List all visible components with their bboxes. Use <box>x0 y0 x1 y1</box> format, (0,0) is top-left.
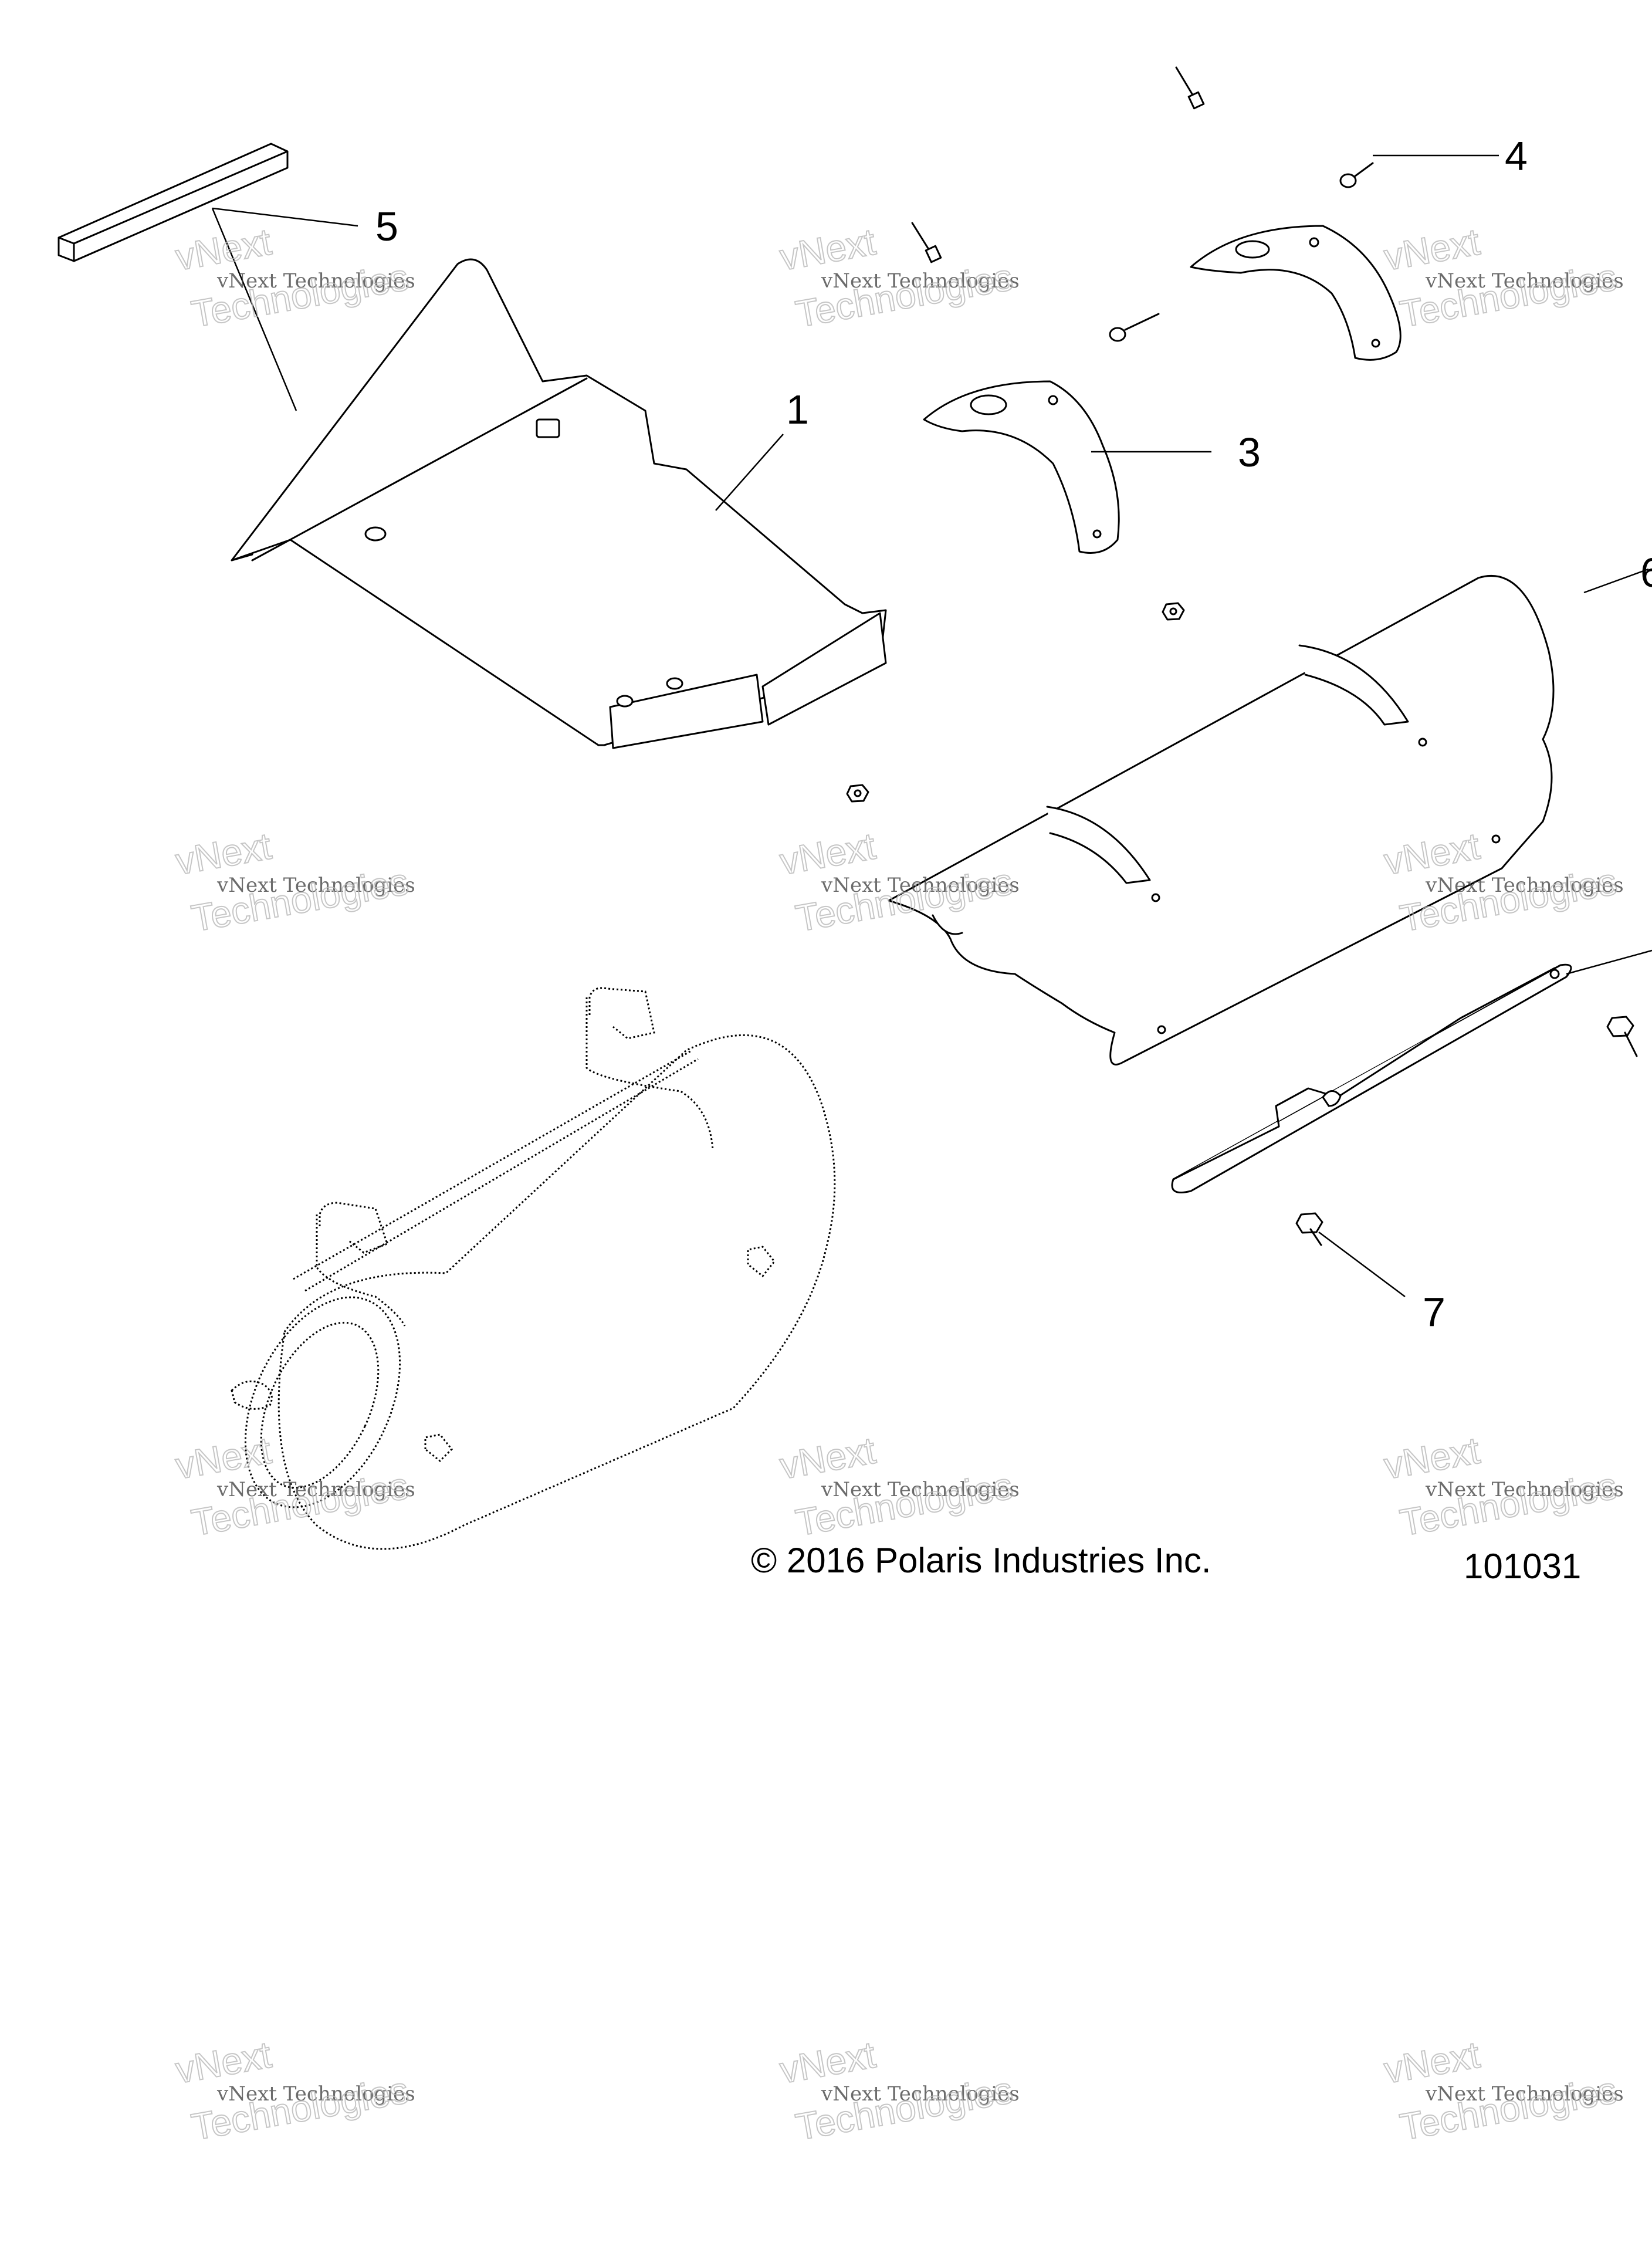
muffler-reference <box>231 987 836 1550</box>
nut-left <box>846 784 869 803</box>
part-1-heat-shield <box>231 258 887 749</box>
svg-text:vNext Technologies: vNext Technologies <box>216 1478 415 1501</box>
part-3-shield-right <box>1190 225 1402 361</box>
part-2-bracket <box>1171 963 1572 1193</box>
watermark-r3c1: vNext vNext Technologies Technologies <box>172 1428 415 1544</box>
bolt-right-edge <box>1606 1016 1638 1057</box>
svg-text:vNext Technologies: vNext Technologies <box>1425 2082 1624 2106</box>
callout-6: 6 <box>1640 550 1652 596</box>
bolt-mid-left <box>911 222 942 263</box>
watermark-r4c2: vNext vNext Technologies Technologies <box>776 2032 1020 2149</box>
bolt-7 <box>1295 1212 1323 1246</box>
svg-text:vNext Technologies: vNext Technologies <box>1425 1478 1624 1501</box>
nut-center <box>1162 602 1185 621</box>
callout-3: 3 <box>1238 429 1261 475</box>
watermark-r1c2: vNext vNext Technologies Technologies <box>776 219 1020 336</box>
svg-text:vNext Technologies: vNext Technologies <box>821 874 1020 897</box>
part-6-large-shield <box>888 574 1555 1065</box>
watermark-r3c3: vNext vNext Technologies Technologies <box>1380 1428 1624 1544</box>
figure-number: 101031 <box>1464 1547 1581 1586</box>
callout-1: 1 <box>786 387 809 432</box>
svg-text:vNext Technologies: vNext Technologies <box>1425 874 1624 897</box>
svg-text:vNext Technologies: vNext Technologies <box>821 269 1020 293</box>
svg-text:vNext Technologies: vNext Technologies <box>821 1478 1020 1501</box>
watermark-r1c3: vNext vNext Technologies Technologies <box>1380 219 1624 336</box>
watermark-r4c1: vNext vNext Technologies Technologies <box>172 2032 415 2149</box>
bolt-3-upper <box>1109 313 1160 342</box>
part-3-shield-left <box>923 380 1120 554</box>
svg-text:vNext Technologies: vNext Technologies <box>216 269 415 293</box>
copyright-text: © 2016 Polaris Industries Inc. <box>751 1541 1211 1580</box>
part-5-pad <box>57 143 289 262</box>
bolt-4-upper <box>1339 162 1374 188</box>
svg-text:vNext Technologies: vNext Technologies <box>1425 269 1624 293</box>
bolt-top <box>1175 66 1205 110</box>
svg-text:vNext Technologies: vNext Technologies <box>821 2082 1020 2106</box>
callout-4: 4 <box>1505 133 1528 179</box>
svg-text:vNext Technologies: vNext Technologies <box>216 874 415 897</box>
leader-lines <box>211 154 1652 1298</box>
watermark-r2c1: vNext vNext Technologies Technologies <box>172 824 415 940</box>
svg-text:vNext Technologies: vNext Technologies <box>216 2082 415 2106</box>
callout-5: 5 <box>375 204 398 249</box>
watermark-r3c2: vNext vNext Technologies Technologies <box>776 1428 1020 1544</box>
callout-7: 7 <box>1423 1289 1446 1335</box>
watermark-r4c3: vNext vNext Technologies Technologies <box>1380 2032 1624 2149</box>
